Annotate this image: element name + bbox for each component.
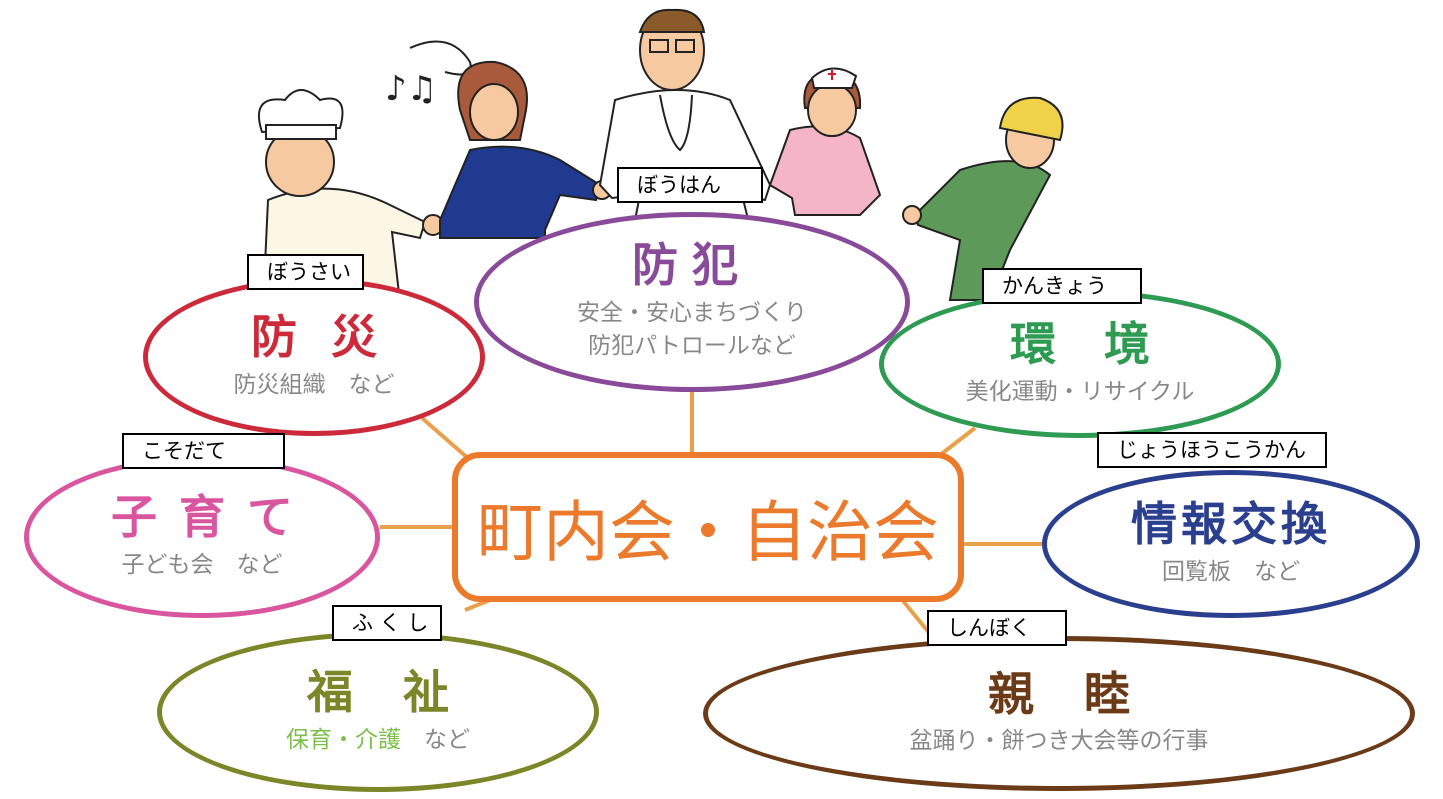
ruby-label: ふ く し bbox=[332, 605, 442, 641]
bubble-title: 防災 bbox=[251, 310, 411, 365]
bubble-subtitle: 盆踊り・餅つき大会等の行事 bbox=[909, 728, 1209, 755]
bubble-kankyou: 環境 美化運動・リサイクル bbox=[879, 290, 1281, 438]
ruby-label: こそだて bbox=[122, 433, 285, 469]
bubble-kosodate: 子育て 子ども会 など bbox=[24, 456, 380, 618]
ruby-label: ぼうさい bbox=[247, 254, 364, 290]
bubble-subtitle: 安全・安心まちづくり bbox=[577, 299, 807, 326]
nurse-icon bbox=[768, 67, 882, 216]
ruby-label: しんぼく bbox=[927, 610, 1067, 646]
bubble-title: 情報交換 bbox=[1131, 497, 1331, 552]
bubble-title: 防犯 bbox=[632, 238, 752, 293]
bubble-shinboku: 親睦 盆踊り・餅つき大会等の行事 bbox=[703, 636, 1415, 791]
ruby-label: かんきょう bbox=[982, 268, 1142, 304]
bubble-subtitle: 防災組織 など bbox=[233, 371, 395, 398]
bubble-subtitle: 美化運動・リサイクル bbox=[965, 378, 1195, 405]
bubble-subtitle: 回覧板 など bbox=[1162, 558, 1300, 585]
ruby-label: ぼうはん bbox=[617, 167, 763, 203]
bubble-bouhan: 防犯 安全・安心まちづくり 防犯パトロールなど bbox=[474, 212, 910, 392]
welfare-highlight-text: 保育・介護 bbox=[286, 726, 401, 753]
bubble-subtitle: 子ども会 など bbox=[121, 551, 283, 578]
welfare-rest-text: など bbox=[424, 726, 470, 753]
center-title-box: 町内会・自治会 bbox=[452, 452, 964, 602]
bubble-title: 環境 bbox=[1010, 317, 1198, 372]
bubble-subtitle: 保育・介護 など bbox=[286, 724, 470, 757]
bubble-fukushi: 福祉 保育・介護 など bbox=[157, 632, 599, 792]
bubble-title: 子育て bbox=[111, 490, 315, 545]
connector-kankyou bbox=[938, 426, 977, 457]
center-title: 町内会・自治会 bbox=[477, 494, 939, 571]
bubble-jouhou: 情報交換 回覧板 など bbox=[1042, 470, 1420, 618]
bubble-title: 福祉 bbox=[307, 665, 499, 720]
worker-icon bbox=[902, 96, 1064, 301]
connector-bousai bbox=[420, 416, 472, 462]
bubble-subtitle: 防犯パトロールなど bbox=[588, 333, 796, 360]
ruby-label: じょうほうこうかん bbox=[1097, 432, 1327, 468]
music-note-icon: ♪♫ bbox=[385, 69, 437, 109]
singing-woman-icon bbox=[439, 60, 612, 239]
bubble-title: 親睦 bbox=[988, 666, 1180, 721]
bubble-bousai: 防災 防災組織 など bbox=[143, 278, 485, 436]
